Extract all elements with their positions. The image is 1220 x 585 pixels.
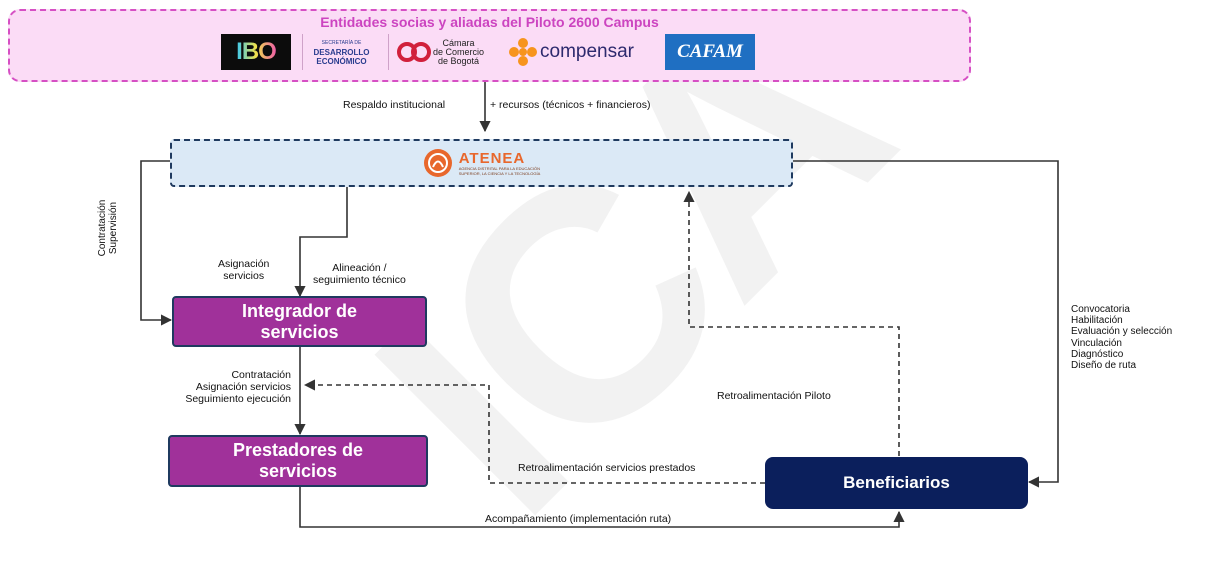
label-acompanamiento: Acompañamiento (implementación ruta)	[485, 513, 672, 525]
node-prestadores[interactable]: Prestadores de servicios	[168, 435, 428, 487]
label-respaldo: Respaldo institucional	[343, 99, 446, 111]
edge-contratacion-supervision	[140, 160, 173, 326]
ccb-logo: Cámara de Comercio de Bogotá	[388, 34, 498, 70]
label-contratacion-supervision: Contratación Supervisión	[97, 199, 119, 257]
label-integrador-prestadores: Contratación Asignación servicios Seguim…	[185, 369, 291, 405]
atenea-tagline-1: AGENCIA DISTRITAL PARA LA EDUCACIÓN	[458, 165, 540, 171]
label-beneficiarios-steps: Convocatoria Habilitación Evaluación y s…	[1071, 304, 1173, 372]
edge-asignacion	[294, 187, 348, 298]
compensar-logo: compensar	[508, 35, 648, 69]
edge-acompanamiento	[299, 487, 905, 528]
partners-title: Entidades socias y aliadas del Piloto 26…	[320, 14, 659, 30]
ccb-mark-icon	[397, 42, 431, 62]
sde-logo: SECRETARÍA DE DESARROLLO ECONÓMICO	[302, 34, 380, 70]
diagram-canvas: ICA Entidades socias y aliadas del Pilot…	[8, 0, 1173, 580]
node-prestadores-label: Prestadores de servicios	[232, 440, 364, 481]
node-beneficiarios-label: Beneficiarios	[843, 473, 950, 492]
label-alineacion: Alineación / seguimiento técnico	[313, 262, 406, 286]
atenea-name: ATENEA	[458, 149, 526, 167]
edge-retro-servicios	[303, 379, 765, 484]
edge-retro-piloto	[683, 190, 900, 456]
edge-convocatoria	[793, 160, 1059, 488]
node-integrador-label: Integrador de servicios	[241, 300, 357, 342]
partners-box: Entidades socias y aliadas del Piloto 26…	[8, 9, 971, 82]
compensar-mark-icon	[509, 38, 537, 66]
atenea-box: ATENEA AGENCIA DISTRITAL PARA LA EDUCACI…	[170, 139, 793, 187]
atenea-emblem-icon	[423, 149, 452, 177]
label-recursos: + recursos (técnicos + financieros)	[490, 99, 651, 111]
connector-layer	[140, 82, 1059, 528]
cafam-logo: CAFAM	[665, 34, 755, 70]
label-retro-servicios: Retroalimentación servicios prestados	[518, 462, 696, 474]
label-asignacion: Asignación servicios	[218, 258, 270, 282]
node-integrador[interactable]: Integrador de servicios	[172, 296, 427, 347]
atenea-tagline-2: SUPERIOR, LA CIENCIA Y LA TECNOLOGÍA	[458, 170, 541, 176]
node-beneficiarios[interactable]: Beneficiarios	[765, 457, 1028, 509]
ibo-logo: IBO	[221, 34, 291, 70]
label-retro-piloto: Retroalimentación Piloto	[717, 390, 831, 402]
